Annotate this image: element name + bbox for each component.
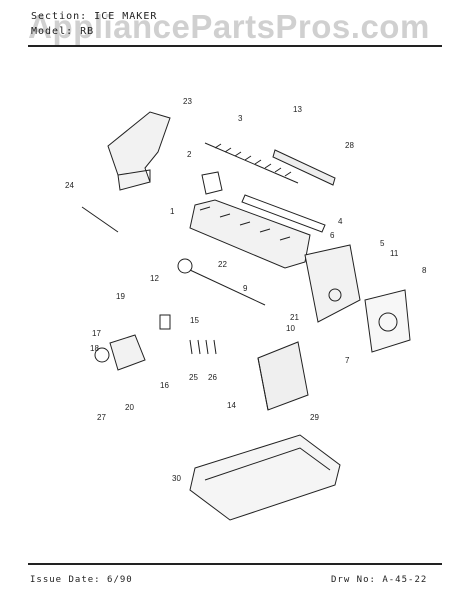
callout-12: 12	[150, 274, 159, 283]
issue-date: Issue Date: 6/90	[30, 575, 133, 585]
part-23-cover	[107, 111, 171, 191]
callout-14: 14	[227, 401, 236, 410]
callout-16: 16	[160, 381, 169, 390]
callout-9: 9	[243, 284, 248, 293]
callout-1: 1	[170, 207, 175, 216]
header-rule	[28, 45, 442, 47]
callout-29: 29	[310, 413, 319, 422]
part-3-ejector	[204, 142, 299, 184]
callout-21: 21	[290, 313, 299, 322]
callout-3: 3	[238, 114, 243, 123]
part-30-bin	[189, 434, 341, 521]
footer-rule	[28, 563, 442, 565]
callout-8: 8	[422, 266, 427, 275]
callout-25: 25	[189, 373, 198, 382]
model-line: Model: RB	[31, 26, 95, 37]
callout-13: 13	[293, 105, 302, 114]
drawing-number: Drw No: A-45-22	[331, 575, 428, 585]
callout-4: 4	[338, 217, 343, 226]
part-2-bracket	[201, 171, 223, 195]
part-28-bar	[272, 149, 336, 186]
callout-19: 19	[116, 292, 125, 301]
callout-26: 26	[208, 373, 217, 382]
callout-24: 24	[65, 181, 74, 190]
callout-5: 5	[380, 239, 385, 248]
callout-27: 27	[97, 413, 106, 422]
part-24-rod	[81, 206, 119, 233]
callout-7: 7	[345, 356, 350, 365]
part-25-26-screws	[189, 339, 217, 355]
callout-6: 6	[330, 231, 335, 240]
callout-2: 2	[187, 150, 192, 159]
callout-17: 17	[92, 329, 101, 338]
part-15-fitting	[159, 314, 171, 330]
part-14-29-box	[257, 341, 309, 411]
section-title: Section: ICE MAKER	[31, 11, 158, 22]
part-17-valve	[94, 334, 146, 371]
callout-labels: 23 13 3 28 2 24 1 4 6 5 22 11 8 12 9 19 …	[65, 97, 427, 483]
part-1-mold	[189, 199, 311, 269]
callout-20: 20	[125, 403, 134, 412]
callout-30: 30	[172, 474, 181, 483]
callout-18: 18	[90, 344, 99, 353]
part-12-arm	[177, 258, 266, 306]
part-4-stripper	[241, 194, 326, 233]
callout-22: 22	[218, 260, 227, 269]
callout-15: 15	[190, 316, 199, 325]
part-5-housing	[304, 244, 361, 323]
callout-23: 23	[183, 97, 192, 106]
callout-28: 28	[345, 141, 354, 150]
watermark: AppliancePartsPros.com	[28, 8, 430, 45]
callout-11: 11	[390, 249, 399, 258]
callout-10: 10	[286, 324, 295, 333]
part-11-module	[364, 289, 411, 353]
